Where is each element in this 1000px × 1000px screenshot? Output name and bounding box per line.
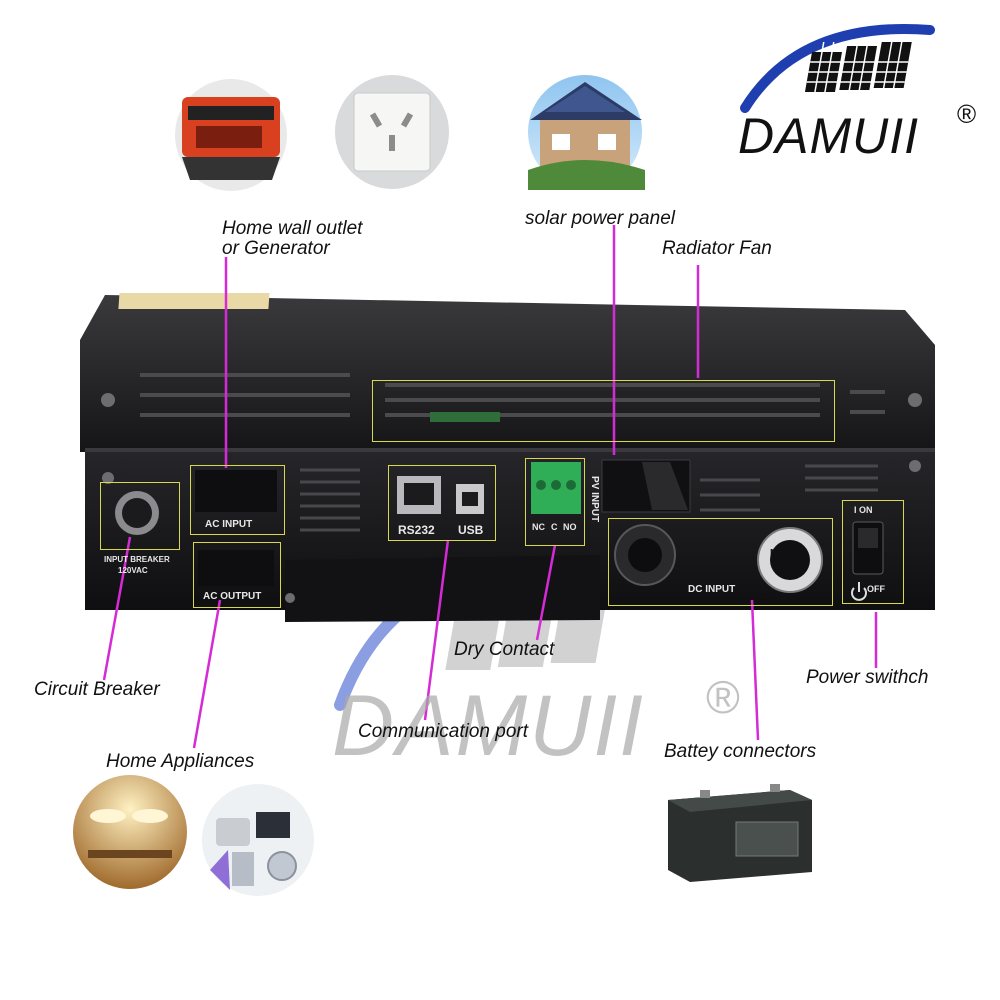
dc-input-label: DC INPUT [688, 584, 736, 595]
dc-input-highlight [608, 518, 833, 606]
input-breaker-rating: 120VAC [118, 566, 148, 575]
rs232-port [397, 476, 441, 514]
ac-input-label: AC INPUT [205, 519, 253, 530]
breaker-highlight [100, 482, 180, 550]
ac-output-highlight [193, 542, 281, 608]
callout-solar-power-panel: solar power panel [525, 208, 675, 229]
power-switch-highlight [842, 500, 904, 604]
front-vents [300, 464, 878, 532]
switch-on-label: I ON [854, 505, 873, 515]
watermark-name: DAMUII [332, 678, 645, 774]
pv-input-label: PV INPUT [589, 476, 600, 523]
fan-label [430, 412, 500, 422]
callout-power-switch: Power swithch [806, 667, 929, 688]
no-label: NO [563, 522, 577, 532]
dc-positive-terminal [614, 524, 676, 586]
dry-contact-highlight [525, 458, 585, 546]
callout-home-appliances: Home Appliances [106, 751, 255, 772]
rs232-label: RS232 [398, 523, 435, 537]
appliances-photo [202, 784, 314, 896]
leader-lines [102, 225, 878, 749]
callout-communication-port: Communication port [358, 721, 529, 742]
generator-photo [175, 79, 287, 191]
lighting-photo [73, 775, 187, 889]
usb-label: USB [458, 523, 484, 537]
callout-battery-connectors: Battey connectors [664, 741, 817, 762]
dry-contact-terminal [531, 462, 581, 514]
callout-radiator-fan: Radiator Fan [662, 238, 772, 259]
callout-circuit-breaker: Circuit Breaker [34, 679, 160, 700]
solar-grid-icon [804, 42, 912, 92]
ac-input-socket [195, 470, 277, 512]
brand-name: DAMUII [738, 108, 919, 164]
neg-label: NEG [770, 548, 792, 559]
radiator-fan-highlight [372, 380, 835, 442]
input-breaker-label: INPUT BREAKER [104, 555, 170, 564]
pv-input-connector [601, 459, 691, 513]
brand-registered-mark: ® [957, 99, 977, 129]
callout-or-generator: or Generator [222, 238, 330, 259]
solar-house-photo [528, 75, 645, 190]
watermark-registered-mark: ® [706, 671, 740, 723]
battery-photo [668, 784, 812, 882]
callout-dry-contact: Dry Contact [454, 639, 555, 660]
c-label: C [551, 522, 558, 532]
nc-label: NC [532, 522, 545, 532]
power-rocker-switch [852, 521, 884, 575]
input-breaker-knob [115, 491, 159, 535]
ac-output-socket [198, 550, 274, 586]
switch-off-label: OFF [867, 584, 885, 594]
wall-outlet-photo [335, 75, 449, 189]
ac-input-highlight [190, 465, 285, 535]
ac-output-label: AC OUTPUT [203, 591, 262, 602]
brand-logo [740, 24, 935, 113]
callout-home-wall-outlet: Home wall outlet [222, 218, 363, 239]
dc-negative-terminal [757, 527, 823, 593]
usb-port [456, 484, 484, 514]
communication-port-highlight [388, 465, 496, 541]
power-icon [851, 582, 867, 601]
